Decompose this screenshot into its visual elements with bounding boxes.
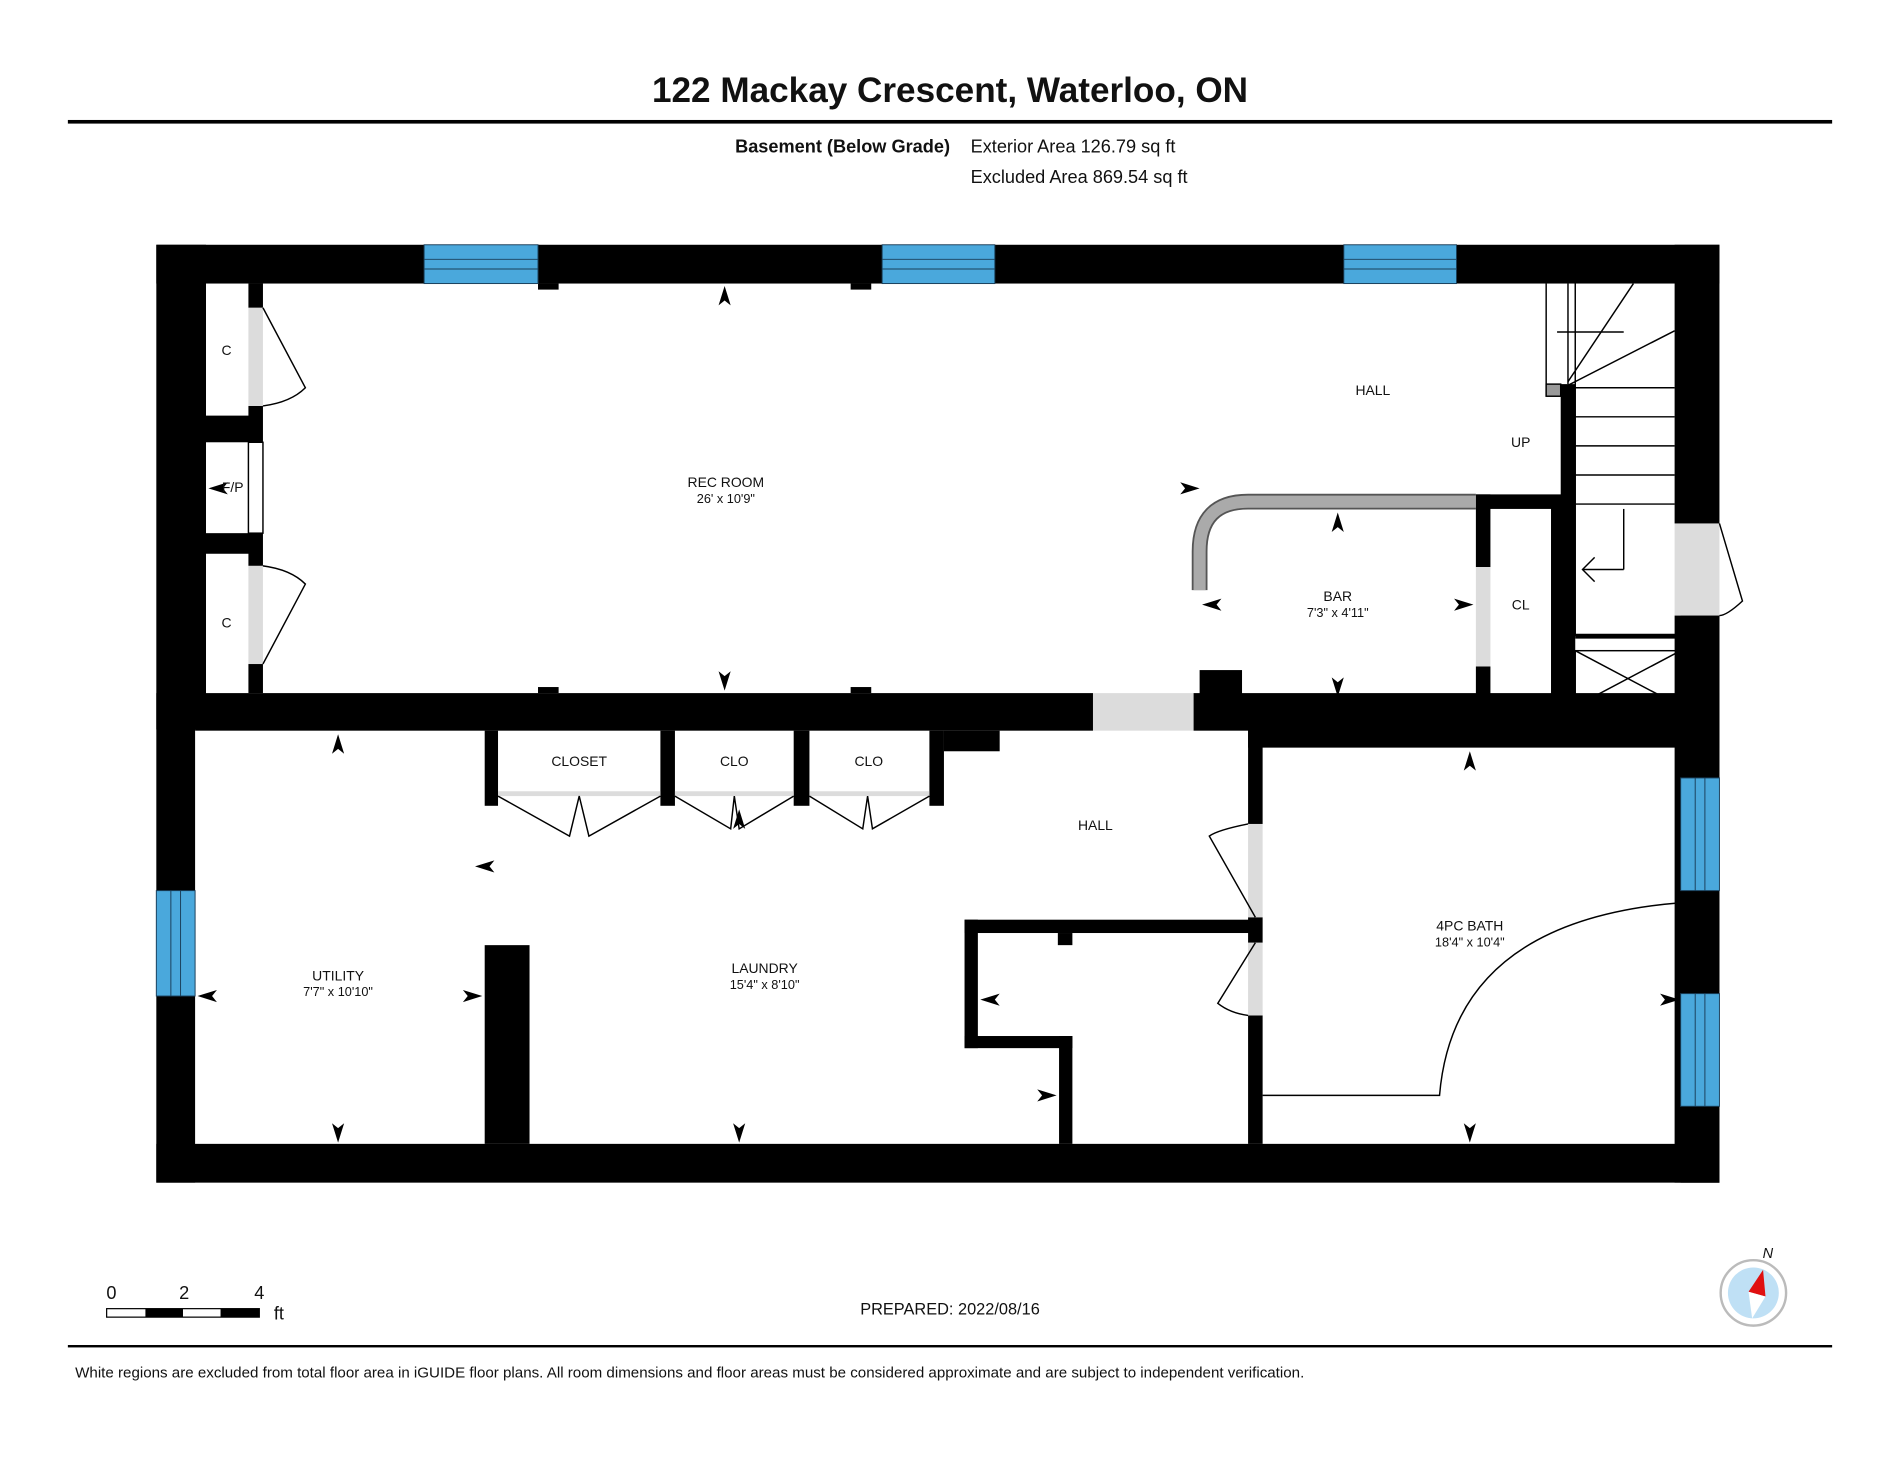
cl-label: CL <box>1512 596 1530 612</box>
floor-name: Basement (Below Grade) <box>735 137 950 157</box>
closet-label: CLOSET <box>551 753 607 769</box>
header-rule <box>67 119 1833 124</box>
dimension-arrows <box>197 285 1680 1143</box>
walls <box>156 244 1720 1183</box>
stairs <box>1545 283 1682 708</box>
laundry-name: LAUNDRY <box>731 960 797 976</box>
bar-name: BAR <box>1323 588 1352 604</box>
disclaimer: White regions are excluded from total fl… <box>75 1365 1304 1382</box>
lower-hall-label: HALL <box>1078 817 1113 833</box>
doors <box>247 307 1744 1097</box>
bar-counter <box>1191 493 1476 591</box>
compass-icon: N <box>1719 1246 1788 1327</box>
closet-c2-label: C <box>222 615 232 631</box>
page-title: 122 Mackay Crescent, Waterloo, ON <box>652 71 1248 110</box>
fireplace-label: F/P <box>222 479 244 495</box>
scale-bar: 0 2 4 ft <box>106 1283 284 1324</box>
scale-tick-2: 2 <box>179 1283 189 1303</box>
closet-c1-label: C <box>222 342 232 358</box>
utility-dims: 7'7" x 10'10" <box>303 984 373 999</box>
footer-rule <box>67 1345 1833 1348</box>
bath-name: 4PC BATH <box>1436 918 1503 934</box>
clo2-label: CLO <box>854 753 883 769</box>
utility-name: UTILITY <box>312 967 364 983</box>
stairs-up-label: UP <box>1511 434 1530 450</box>
prepared-date: PREPARED: 2022/08/16 <box>860 1301 1040 1319</box>
scale-unit: ft <box>274 1304 284 1324</box>
rec-room-name: REC ROOM <box>688 474 765 490</box>
bar-dims: 7'3" x 4'11" <box>1307 605 1369 620</box>
scale-tick-4: 4 <box>254 1283 264 1303</box>
upper-hall-label: HALL <box>1355 382 1390 398</box>
laundry-dims: 15'4" x 8'10" <box>730 977 800 992</box>
scale-tick-0: 0 <box>106 1283 116 1303</box>
rec-room-dims: 26' x 10'9" <box>697 491 755 506</box>
excluded-area: Excluded Area 869.54 sq ft <box>971 167 1188 187</box>
bath-dims: 18'4" x 10'4" <box>1435 934 1505 949</box>
exterior-area: Exterior Area 126.79 sq ft <box>971 137 1176 157</box>
windows <box>155 244 1720 1107</box>
compass-north-label: N <box>1763 1246 1774 1262</box>
room-labels: REC ROOM 26' x 10'9" HALL UP BAR 7'3" x … <box>222 342 1531 999</box>
clo1-label: CLO <box>720 753 749 769</box>
